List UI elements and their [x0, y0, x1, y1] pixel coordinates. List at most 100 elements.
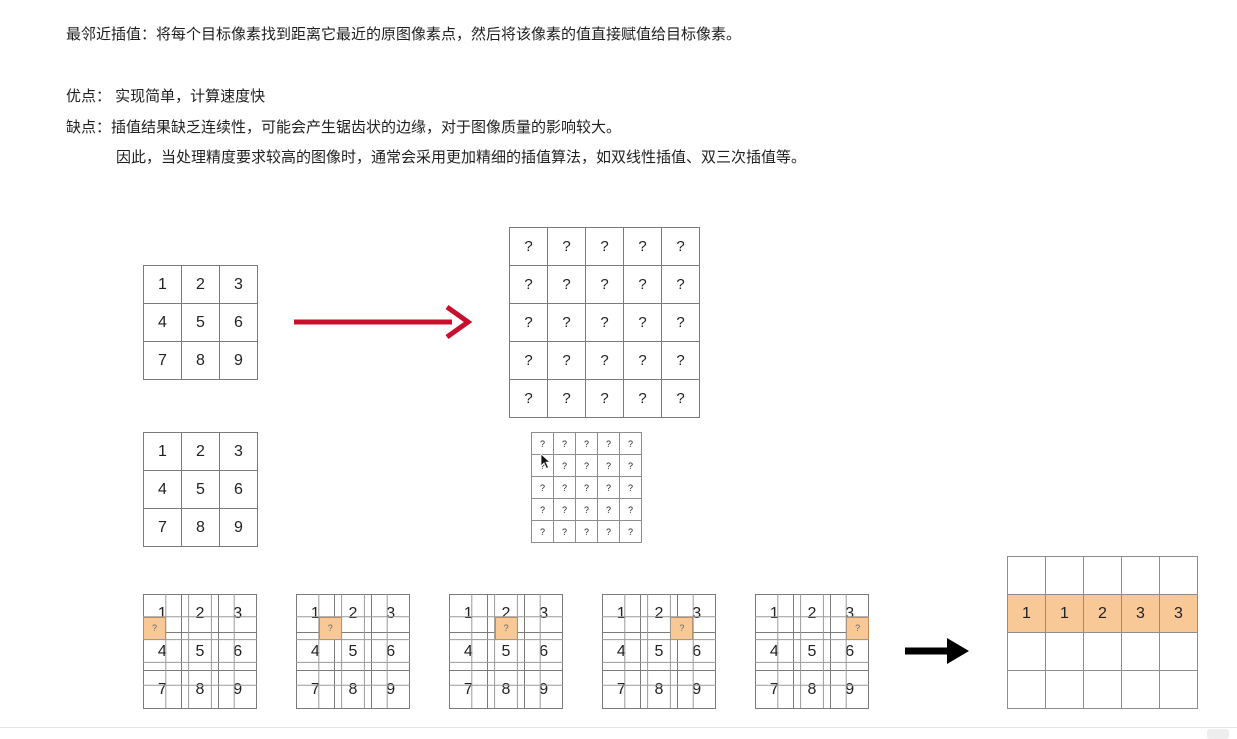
- grid-cell: ?: [575, 454, 598, 477]
- grid-cell: 6: [219, 303, 258, 342]
- grid-cell: [1007, 556, 1046, 595]
- grid-cell: ?: [585, 379, 624, 418]
- grid-cell: ?: [553, 476, 576, 499]
- grid-cell: ?: [619, 476, 642, 499]
- grid-cell: 1: [602, 594, 641, 633]
- grid-cell: ?: [575, 520, 598, 543]
- grid-cell: [1121, 556, 1160, 595]
- grid-cell: 8: [792, 670, 832, 709]
- grid-cell: 8: [181, 341, 220, 380]
- mouse-cursor-icon: [540, 453, 552, 470]
- grid-cell: ?: [661, 227, 700, 266]
- grid-cell: ?: [619, 520, 642, 543]
- grid-cell: 7: [143, 670, 182, 709]
- grid-cell: 7: [143, 508, 182, 547]
- grid-cell: 9: [830, 670, 869, 709]
- grid-cell: ?: [547, 379, 586, 418]
- grid-cell: 1: [1045, 594, 1084, 633]
- grid-cell: ?: [531, 498, 554, 521]
- grid-cell: 7: [143, 341, 182, 380]
- grid-cell: ?: [585, 265, 624, 304]
- grid-cell: 5: [792, 632, 832, 671]
- grid-cell: ?: [661, 303, 700, 342]
- black-arrow-icon: [905, 638, 969, 664]
- grid-cell: 7: [296, 670, 335, 709]
- grid-cell: 6: [218, 632, 257, 671]
- scroll-indicator[interactable]: [1207, 729, 1229, 739]
- grid-cell: 1: [143, 432, 182, 471]
- grid-cell: ?: [623, 227, 662, 266]
- target-grid-overlay: [296, 594, 410, 708]
- grid-cell: ?: [531, 520, 554, 543]
- grid-cell: ?: [509, 303, 548, 342]
- grid-cell: ?: [585, 227, 624, 266]
- grid-cell: 1: [755, 594, 794, 633]
- red-arrow-icon: [294, 304, 473, 340]
- grid-cell: ?: [553, 432, 576, 455]
- grid-cell: ?: [553, 454, 576, 477]
- grid-cell: [1045, 632, 1084, 671]
- grid-cell: 4: [143, 470, 182, 509]
- grid-cell: 9: [677, 670, 716, 709]
- grid-cell: 5: [181, 303, 220, 342]
- grid-cell: ?: [509, 265, 548, 304]
- grid-cell: ?: [623, 265, 662, 304]
- grid-cell: 6: [371, 632, 410, 671]
- grid-cell: 8: [180, 670, 220, 709]
- grid-cell: ?: [661, 379, 700, 418]
- grid-cell: [1121, 632, 1160, 671]
- grid-cell: 3: [219, 265, 258, 304]
- grid-cell: [1083, 556, 1122, 595]
- grid-cell: 4: [143, 303, 182, 342]
- grid-cell: [1159, 632, 1198, 671]
- grid-cell: 4: [449, 632, 488, 671]
- grid-cell: ?: [661, 341, 700, 380]
- grid-cell: 1: [1007, 594, 1046, 633]
- grid-cell: 6: [524, 632, 563, 671]
- grid-cell: 2: [1083, 594, 1122, 633]
- grid-cell: ?: [553, 520, 576, 543]
- grid-cell: 6: [219, 470, 258, 509]
- grid-cell: 5: [181, 470, 220, 509]
- grid-cell: ?: [661, 265, 700, 304]
- grid-cell: 9: [371, 670, 410, 709]
- grid-cell: ?: [531, 432, 554, 455]
- grid-cell: [1007, 670, 1046, 709]
- grid-cell: 7: [449, 670, 488, 709]
- target-grid-overlay: [755, 594, 869, 708]
- small-target-grid: ????? ????? ????? ????? ?????: [531, 432, 642, 543]
- grid-cell: [1083, 632, 1122, 671]
- grid-cell: 3: [371, 594, 410, 633]
- grid-cell: 1: [143, 265, 182, 304]
- grid-cell: [1121, 670, 1160, 709]
- grid-cell: ?: [619, 432, 642, 455]
- cons-line: 缺点：插值结果缺乏连续性，可能会产生锯齿状的边缘，对于图像质量的影响较大。: [66, 119, 622, 136]
- grid-cell: 2: [180, 594, 220, 633]
- grid-cell: ?: [575, 432, 598, 455]
- grid-cell: ?: [597, 498, 620, 521]
- grid-cell: ?: [509, 341, 548, 380]
- grid-cell: ?: [585, 303, 624, 342]
- grid-cell: ?: [597, 476, 620, 499]
- grid-cell: ?: [623, 379, 662, 418]
- grid-cell: 3: [219, 432, 258, 471]
- grid-cell: [1159, 556, 1198, 595]
- grid-cell: ?: [509, 379, 548, 418]
- grid-cell: 8: [181, 508, 220, 547]
- target-grid-overlay: [143, 594, 257, 708]
- grid-cell: ?: [509, 227, 548, 266]
- grid-cell: ?: [547, 303, 586, 342]
- grid-cell: 3: [218, 594, 257, 633]
- grid-cell: 9: [219, 508, 258, 547]
- grid-cell: 9: [524, 670, 563, 709]
- grid-cell: ?: [623, 341, 662, 380]
- grid-cell: ?: [553, 498, 576, 521]
